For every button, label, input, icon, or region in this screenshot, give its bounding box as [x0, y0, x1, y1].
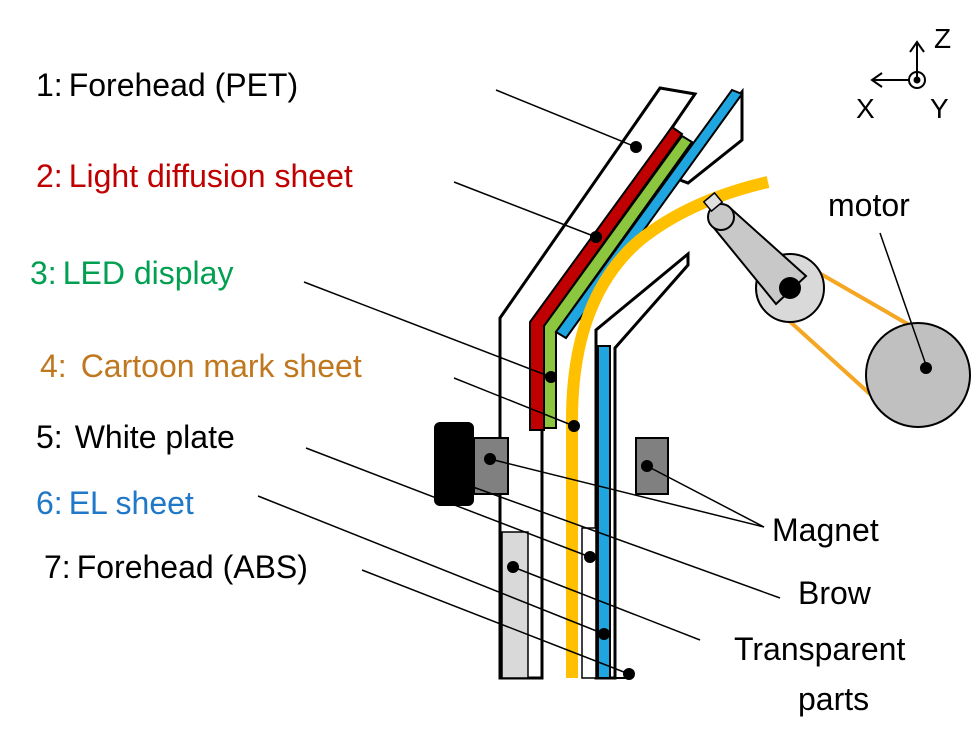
axis-indicator — [870, 40, 926, 89]
transparent-label-line1: Transparent — [734, 631, 905, 667]
led-display — [543, 134, 694, 429]
brow — [434, 422, 474, 506]
motor-belt-bottom — [784, 316, 872, 396]
axis-y-label: Y — [930, 93, 949, 124]
transparent-part-left — [501, 531, 529, 679]
crank-pivot — [779, 277, 801, 299]
label-1-forehead-pet: 1:Forehead (PET) — [36, 67, 298, 103]
label-7-forehead-abs: 7:Forehead (ABS) — [44, 549, 308, 585]
light-diffusion-sheet — [529, 125, 684, 431]
label-2-light-diffusion: 2:Light diffusion sheet — [36, 158, 353, 194]
magnet-left — [473, 437, 509, 495]
leader-dots — [484, 141, 932, 680]
label-4-cartoon-mark: 4:Cartoon mark sheet — [40, 348, 362, 384]
label-5-white-plate: 5:White plate — [36, 419, 235, 455]
axis-x-label: X — [856, 93, 875, 124]
crank-connector — [702, 191, 724, 213]
motor-disc — [865, 322, 971, 428]
label-6-el-sheet: 6:EL sheet — [36, 485, 194, 521]
brow-label: Brow — [798, 575, 872, 611]
magnet-label: Magnet — [772, 512, 879, 548]
label-3-led-display: 3:LED display — [30, 255, 233, 291]
motor-label: motor — [828, 187, 910, 223]
transparent-part-right — [581, 527, 597, 679]
axis-z-label: Z — [934, 23, 951, 54]
leader-lines — [257, 89, 927, 675]
transparent-label-line2: parts — [798, 681, 869, 717]
